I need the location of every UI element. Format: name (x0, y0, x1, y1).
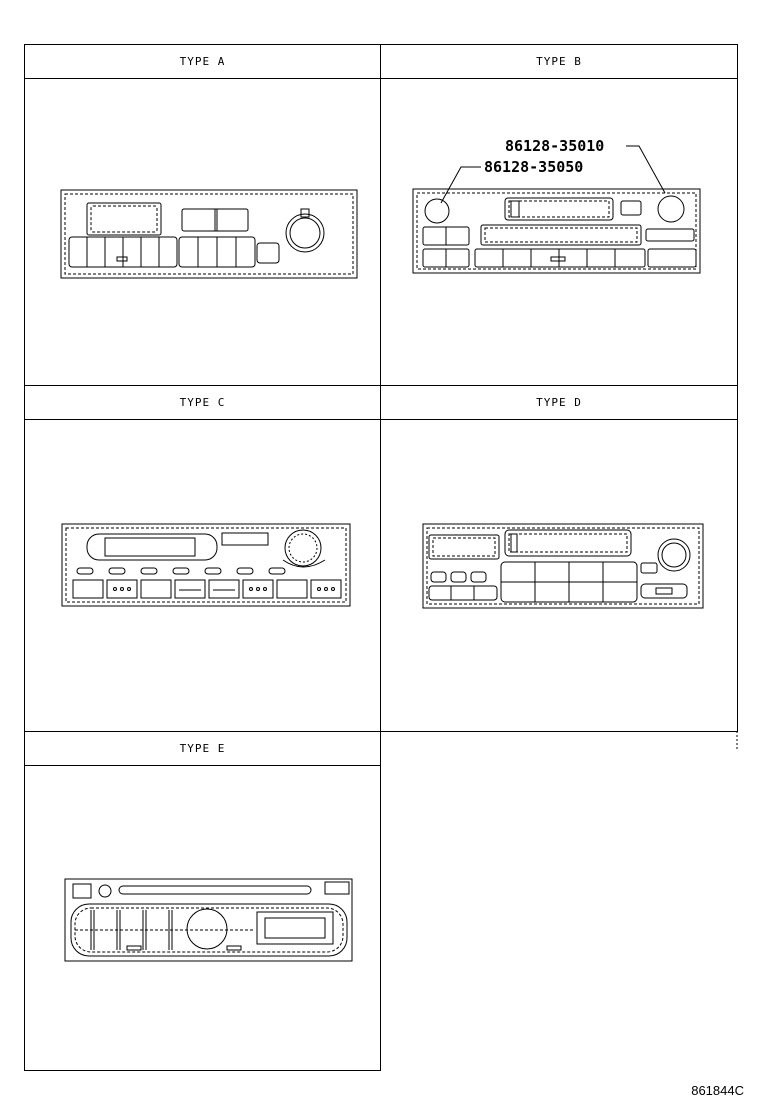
panel-title-type-c: TYPE C (25, 386, 380, 420)
panel-title-type-b: TYPE B (381, 45, 737, 79)
part-number-86128-35050: 86128-35050 (484, 158, 583, 176)
panel-title-type-d: TYPE D (381, 386, 737, 420)
panel-type-a: TYPE A (24, 44, 381, 386)
panel-body-type-a (25, 79, 380, 385)
radio-unit-type-b: 86128-35010 86128-35050 (412, 137, 701, 274)
diagram-code: 861844C (691, 1083, 744, 1098)
panel-body-type-c (25, 420, 380, 731)
radio-unit-type-a (60, 189, 358, 279)
panel-type-d: TYPE D (380, 385, 738, 732)
panel-body-type-e (25, 766, 380, 1070)
panel-title-type-e: TYPE E (25, 732, 380, 766)
part-number-86128-35010: 86128-35010 (505, 137, 604, 155)
radio-unit-type-c (61, 523, 351, 607)
radio-unit-type-d (422, 523, 704, 609)
panel-type-c: TYPE C (24, 385, 381, 732)
panel-title-type-a: TYPE A (25, 45, 380, 79)
radio-unit-type-e (64, 878, 353, 962)
panel-body-type-d (381, 420, 737, 731)
frame-edge (736, 731, 738, 751)
panel-type-e: TYPE E (24, 731, 381, 1071)
panel-body-type-b: 86128-35010 86128-35050 (381, 79, 737, 385)
panel-type-b: TYPE B 86128-35010 86128-35050 (380, 44, 738, 386)
